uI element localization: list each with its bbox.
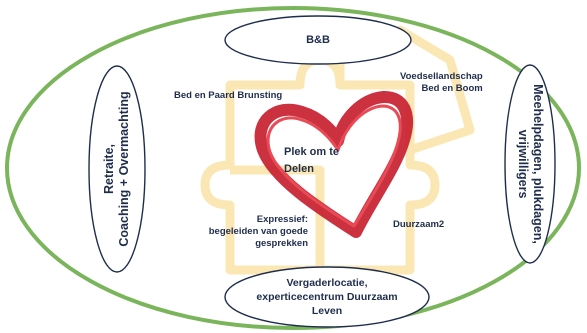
center-label: Plek om te Delen [284,146,340,175]
label-expressief: Expressief: begeleiden van goede gesprek… [208,214,308,249]
left-pill-label: Retraite, Coaching + Overmachting [102,91,131,247]
label-voedsel: Voedsellandschap Bed en Boom [400,71,483,94]
top-pill-label: B&B [306,34,330,46]
outer-ring [5,6,581,330]
right-pill-label: Meehelpdagen, plukdagen, vrijwilligers [516,84,545,244]
bottom-pill-label: Vergaderlocatie, experticecentrum Duurza… [256,277,398,317]
top-pill [224,15,412,65]
right-pill [504,64,556,264]
label-duurzaam2: Duurzaam2 [393,219,445,230]
label-bed-paard: Bed en Paard Brunsting [174,90,283,101]
heart-icon [254,91,413,238]
left-pill [88,65,146,273]
bottom-pill [224,266,430,328]
